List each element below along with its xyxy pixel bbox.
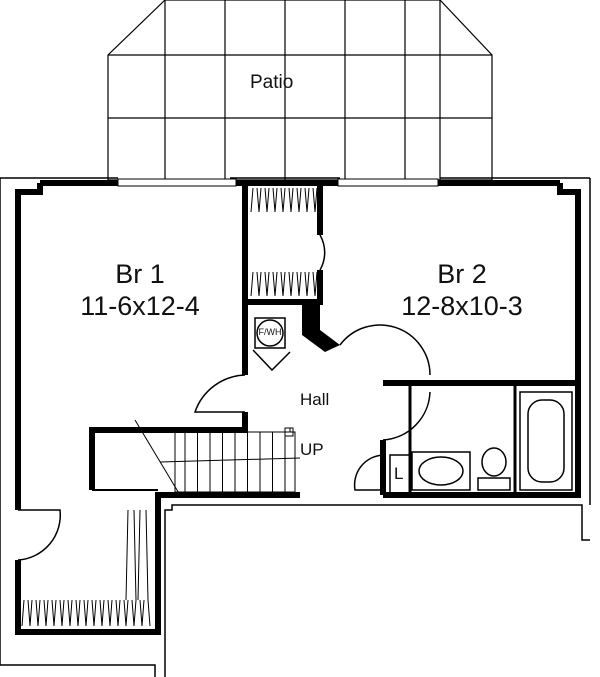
hatch-line: [296, 187, 300, 213]
hatch-line: [312, 187, 316, 213]
hatch-line: [312, 271, 316, 297]
hatch-line: [280, 187, 284, 213]
hatch-line: [133, 509, 137, 601]
hatch-line: [99, 599, 103, 627]
hatch-line: [123, 599, 127, 627]
hatch-line: [59, 599, 63, 627]
br1-dims: 11-6x12-4: [80, 291, 200, 321]
wall-chase: [302, 302, 340, 352]
hatch-line: [264, 187, 268, 213]
hatch-line: [91, 599, 95, 627]
hatch-line: [45, 599, 49, 627]
hatch-line: [250, 271, 254, 297]
closet-hatching: [21, 187, 318, 627]
hatch-line: [75, 599, 79, 627]
br1-name: Br 1: [115, 259, 165, 289]
hatch-line: [272, 271, 276, 297]
hatch-line: [264, 271, 268, 297]
hatch-line: [298, 271, 302, 297]
hall-label: Hall: [300, 390, 330, 409]
hatch-line: [145, 509, 149, 601]
hatch-line: [125, 509, 129, 601]
hatch-line: [67, 599, 71, 627]
br2-label: Br 2 12-8x10-3: [372, 258, 552, 322]
hatch-line: [133, 599, 137, 627]
hatch-line: [101, 599, 105, 627]
foundation-outline: [0, 177, 591, 677]
hatch-line: [77, 599, 81, 627]
patio: [107, 0, 493, 181]
hatch-line: [37, 599, 41, 627]
hatch-line: [85, 599, 89, 627]
hatch-line: [282, 271, 286, 297]
hatch-line: [258, 271, 262, 297]
hatch-line: [314, 187, 318, 213]
hatch-line: [107, 599, 111, 627]
hatch-line: [137, 509, 141, 601]
hatch-line: [139, 599, 143, 627]
hatch-line: [272, 187, 276, 213]
hatch-line: [304, 187, 308, 213]
patio-label: Patio: [250, 72, 294, 93]
hatch-line: [288, 187, 292, 213]
walls: [15, 180, 581, 635]
hatch-line: [304, 271, 308, 297]
br2-dims: 12-8x10-3: [401, 291, 523, 321]
linen-closet-label: L: [394, 464, 404, 483]
water-heater: [252, 317, 291, 372]
hatch-line: [266, 271, 270, 297]
hatch-line: [61, 599, 65, 627]
hatch-line: [288, 271, 292, 297]
hatch-line: [43, 599, 47, 627]
hatch-line: [306, 271, 310, 297]
hatch-line: [256, 187, 260, 213]
hatch-line: [93, 599, 97, 627]
hatch-line: [298, 187, 302, 213]
doors: [17, 234, 431, 561]
hatch-line: [290, 271, 294, 297]
hatch-line: [131, 599, 135, 627]
hatch-line: [296, 271, 300, 297]
hatch-line: [290, 187, 294, 213]
hatch-line: [117, 599, 121, 627]
hatch-line: [258, 187, 262, 213]
hatch-line: [250, 187, 254, 213]
stair-treads: [184, 432, 286, 492]
hatch-line: [141, 599, 145, 627]
br2-name: Br 2: [437, 259, 487, 289]
hatch-line: [306, 187, 310, 213]
br1-label: Br 1 11-6x12-4: [50, 258, 230, 322]
hatch-line: [125, 599, 129, 627]
hatch-line: [266, 187, 270, 213]
hatch-line: [274, 271, 278, 297]
stairs-up-label: UP: [300, 440, 324, 459]
hatch-line: [53, 599, 57, 627]
hatch-line: [51, 599, 55, 627]
hatch-line: [115, 599, 119, 627]
hatch-line: [21, 599, 25, 627]
hatch-line: [280, 271, 284, 297]
bath-fixtures: [389, 391, 573, 494]
hatch-line: [256, 271, 260, 297]
hatch-line: [282, 187, 286, 213]
hatch-line: [29, 599, 33, 627]
hatch-line: [83, 599, 87, 627]
hatch-line: [35, 599, 39, 627]
hatch-line: [147, 599, 151, 627]
hatch-line: [314, 271, 318, 297]
hatch-line: [109, 599, 113, 627]
water-heater-label: F/WH: [258, 327, 282, 337]
hatch-line: [69, 599, 73, 627]
hatch-line: [27, 599, 31, 627]
hatch-line: [274, 187, 278, 213]
